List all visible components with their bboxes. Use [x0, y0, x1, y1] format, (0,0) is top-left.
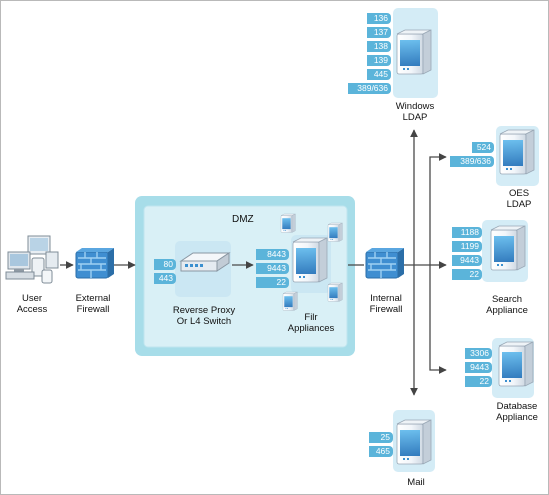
label-line: Filr: [304, 312, 318, 323]
port-tag: 465: [369, 446, 393, 457]
dmz-label: DMZ: [232, 214, 254, 225]
label-line: Windows: [395, 101, 435, 112]
port-tag: 137: [367, 27, 391, 38]
port-tag: 138: [367, 41, 391, 52]
port-tag: 9443: [452, 255, 482, 266]
label-line: Mail: [407, 477, 425, 488]
port-tag: 22: [465, 376, 492, 387]
connector-to-database: [429, 265, 447, 374]
port-tag: 22: [256, 277, 289, 288]
port-tag: 443: [154, 273, 176, 284]
mail-server-icon: [396, 419, 432, 465]
search-server-icon: [490, 225, 526, 271]
label-line: Access: [16, 304, 48, 315]
port-tag: 139: [367, 55, 391, 66]
port-tag: 445: [367, 69, 391, 80]
label-line: LDAP: [506, 199, 532, 210]
label-line: Firewall: [369, 304, 403, 315]
port-tag: 1188: [452, 227, 482, 238]
external-firewall-label: External Firewall: [68, 293, 118, 315]
label-line: Search: [491, 294, 523, 305]
port-tag: 524: [472, 142, 494, 153]
port-tag: 3306: [465, 348, 492, 359]
label-line: User: [21, 293, 43, 304]
windows-ldap-server-icon: [396, 29, 432, 75]
mail-label: Mail: [396, 477, 436, 488]
oes-ldap-label: OES LDAP: [496, 188, 542, 210]
label-line: Appliance: [486, 305, 528, 316]
label-line: Database: [496, 401, 538, 412]
oes-ldap-server-icon: [499, 129, 535, 175]
switch-icon: [179, 252, 231, 272]
internal-firewall-label: Internal Firewall: [360, 293, 412, 315]
port-tag: 9443: [465, 362, 492, 373]
label-line: Appliance: [496, 412, 538, 423]
database-label: Database Appliance: [486, 401, 548, 423]
port-tag: 8443: [256, 249, 289, 260]
port-tag: 25: [369, 432, 393, 443]
search-label: Search Appliance: [477, 294, 537, 316]
port-tag: 22: [452, 269, 482, 280]
port-tag: 9443: [256, 263, 289, 274]
external-firewall-icon: [75, 247, 115, 279]
filr-main-server-icon: [292, 237, 328, 283]
user-devices-icon: [5, 235, 59, 284]
windows-ldap-label: Windows LDAP: [387, 101, 443, 123]
port-tag: 389/636: [450, 156, 494, 167]
label-line: External: [75, 293, 111, 304]
label-line: Internal: [370, 293, 402, 304]
reverse-proxy-label: Reverse Proxy Or L4 Switch: [166, 305, 242, 327]
port-tag: 80: [154, 259, 176, 270]
label-line: Or L4 Switch: [176, 316, 232, 327]
filr-label: Filr Appliances: [276, 312, 346, 334]
user-access-label: User Access: [12, 293, 52, 315]
port-tag: 389/636: [348, 83, 391, 94]
label-line: Appliances: [287, 323, 335, 334]
internal-firewall-icon: [365, 247, 405, 279]
port-tag: 136: [367, 13, 391, 24]
database-server-icon: [498, 341, 534, 387]
connector-to-oes-ldap: [429, 153, 447, 265]
port-tag: 1199: [452, 241, 482, 252]
label-line: Reverse Proxy: [172, 305, 236, 316]
label-line: Firewall: [76, 304, 110, 315]
label-line: OES: [508, 188, 530, 199]
label-line: LDAP: [402, 112, 428, 123]
